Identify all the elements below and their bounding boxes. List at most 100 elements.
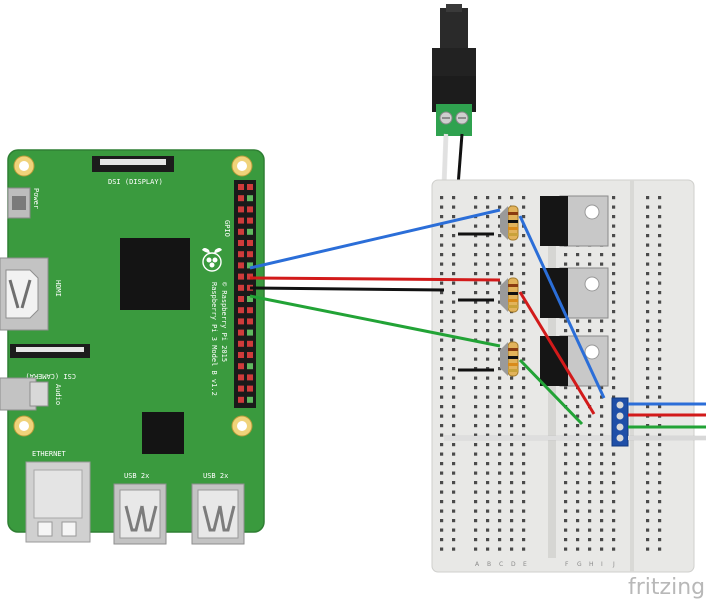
breadboard-hole <box>474 528 478 532</box>
breadboard-hole <box>646 272 650 276</box>
breadboard-hole <box>474 538 478 542</box>
breadboard-hole <box>522 300 526 304</box>
breadboard-hole <box>474 405 478 409</box>
breadboard-hole <box>646 367 650 371</box>
transistor-icon <box>540 335 609 387</box>
breadboard-hole <box>564 500 568 504</box>
breadboard-hole <box>564 538 568 542</box>
breadboard-hole <box>612 224 616 228</box>
breadboard-hole <box>474 196 478 200</box>
breadboard-hole <box>452 243 456 247</box>
gpio-pin <box>247 385 253 392</box>
breadboard-hole <box>646 386 650 390</box>
breadboard-hole <box>576 319 580 323</box>
gpio-pin <box>238 228 244 235</box>
breadboard-hole <box>646 262 650 266</box>
breadboard-hole <box>486 291 490 295</box>
breadboard-hole <box>658 234 662 238</box>
breadboard-hole <box>612 310 616 314</box>
breadboard-hole <box>440 481 444 485</box>
breadboard-hole <box>498 462 502 466</box>
breadboard-hole <box>452 538 456 542</box>
breadboard-hole <box>474 329 478 333</box>
usb-label-1: USB 2x <box>124 472 149 480</box>
breadboard-hole <box>452 224 456 228</box>
raspberry-pi-board: DSI (DISPLAY) Power HDMI CSI (CAMERA) Au… <box>0 149 265 545</box>
breadboard-hole <box>658 462 662 466</box>
breadboard-hole <box>646 348 650 352</box>
breadboard-hole <box>522 205 526 209</box>
breadboard-hole <box>646 490 650 494</box>
gpio-pin <box>247 251 253 258</box>
breadboard-hole <box>588 443 592 447</box>
breadboard-hole <box>440 243 444 247</box>
breadboard-hole <box>474 234 478 238</box>
breadboard-hole <box>522 357 526 361</box>
breadboard-hole <box>564 424 568 428</box>
breadboard-hole <box>474 471 478 475</box>
breadboard-hole <box>564 319 568 323</box>
hdmi-label: HDMI <box>54 280 62 297</box>
breadboard-hole <box>588 500 592 504</box>
breadboard-hole <box>474 262 478 266</box>
breadboard-hole <box>440 405 444 409</box>
breadboard-hole <box>658 471 662 475</box>
gpio-pin <box>238 284 244 291</box>
breadboard-hole <box>510 452 514 456</box>
breadboard-hole <box>646 310 650 314</box>
breadboard-hole <box>522 414 526 418</box>
breadboard-hole <box>486 243 490 247</box>
breadboard-hole <box>588 471 592 475</box>
breadboard-hole <box>658 443 662 447</box>
breadboard-hole <box>440 215 444 219</box>
breadboard-hole <box>522 405 526 409</box>
breadboard-hole <box>498 386 502 390</box>
breadboard-hole <box>452 500 456 504</box>
breadboard-hole <box>522 547 526 551</box>
breadboard-hole <box>658 405 662 409</box>
gpio-pin <box>238 240 244 246</box>
breadboard-hole <box>658 367 662 371</box>
breadboard-hole <box>510 338 514 342</box>
breadboard-hole <box>474 310 478 314</box>
breadboard-hole <box>600 500 604 504</box>
breadboard-hole <box>486 471 490 475</box>
breadboard-hole <box>564 433 568 437</box>
gpio-pin <box>238 363 244 370</box>
breadboard-hole <box>658 481 662 485</box>
breadboard-hole <box>522 500 526 504</box>
gpio-pin <box>247 206 253 213</box>
power-jack-icon <box>432 4 476 136</box>
breadboard-hole <box>612 519 616 523</box>
breadboard-hole <box>612 462 616 466</box>
breadboard-hole <box>588 490 592 494</box>
breadboard-hole <box>452 414 456 418</box>
breadboard-column-letter: A <box>475 561 480 568</box>
breadboard-hole <box>646 338 650 342</box>
breadboard-hole <box>612 234 616 238</box>
breadboard-hole <box>474 433 478 437</box>
breadboard-hole <box>452 329 456 333</box>
breadboard-hole <box>576 253 580 257</box>
breadboard-hole <box>440 357 444 361</box>
breadboard-hole <box>612 272 616 276</box>
breadboard-hole <box>658 215 662 219</box>
breadboard-hole <box>498 224 502 228</box>
breadboard-hole <box>588 547 592 551</box>
gpio-pin <box>247 307 253 314</box>
breadboard-hole <box>452 452 456 456</box>
breadboard-hole <box>452 272 456 276</box>
gpio-pin <box>238 307 244 314</box>
breadboard-hole <box>522 291 526 295</box>
breadboard-hole <box>576 471 580 475</box>
breadboard-hole <box>588 386 592 390</box>
breadboard-column-letter: C <box>499 561 503 568</box>
lan-chip <box>142 412 184 454</box>
breadboard-hole <box>474 243 478 247</box>
breadboard-hole <box>440 300 444 304</box>
breadboard-hole <box>440 291 444 295</box>
breadboard-hole <box>522 519 526 523</box>
breadboard-column-letter: D <box>511 561 516 568</box>
breadboard-hole <box>564 547 568 551</box>
breadboard-hole <box>498 367 502 371</box>
